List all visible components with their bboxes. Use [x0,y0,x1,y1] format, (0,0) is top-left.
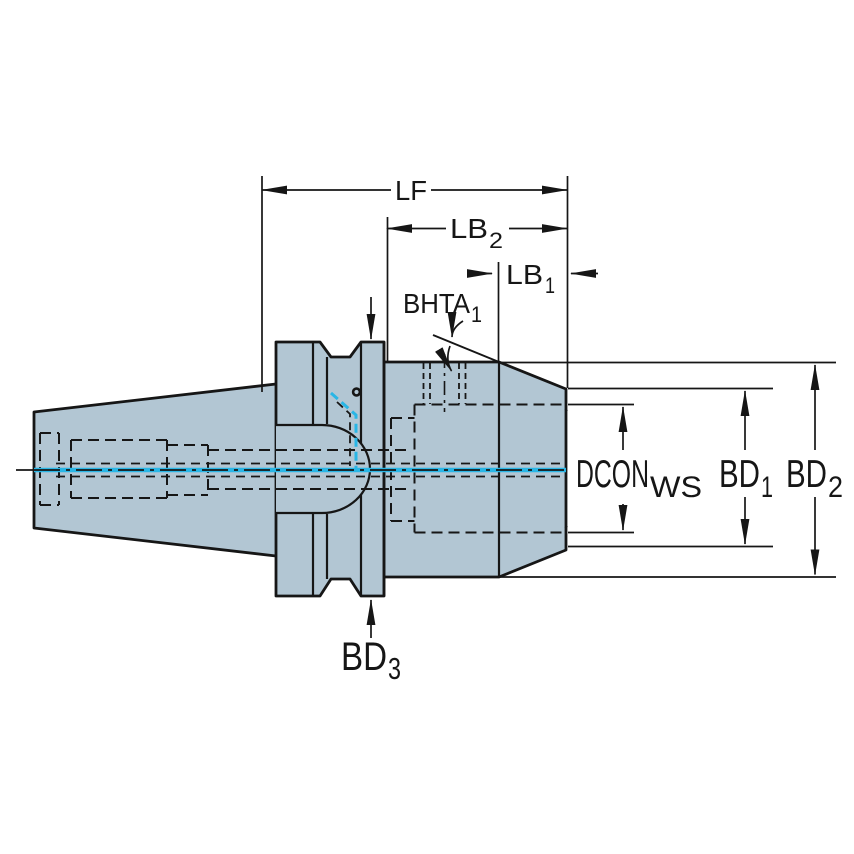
label-bd2-subscript: 2 [828,471,843,504]
label-bd2: BD [786,453,827,496]
label-dcon: DCON [576,453,649,496]
bhta-chamfer-extension-line [432,334,500,363]
label-lb2: LB [450,213,488,244]
label-bd1: BD [719,453,760,496]
coolant-and-centerline [16,387,566,473]
label-bd3-subscript: 3 [388,651,401,686]
coolant-flange-channel-outline [336,401,351,466]
tool-holder-silhouette [34,342,566,596]
bhta-angle-arc-arrow [435,345,453,372]
label-lb2-subscript: 2 [489,228,503,253]
dimension-labels: LF LB 2 LB 1 BHTA 1 DCON WS BD 1 BD 2 BD… [341,175,843,686]
label-lb1-subscript: 1 [545,273,555,298]
extension-lines [261,176,836,578]
label-dcon-subscript: WS [650,471,702,504]
dimension-lines [261,185,820,638]
label-lf: LF [395,175,427,206]
bhta-leader-arrow [447,311,464,338]
coolant-flange-channel [330,391,358,468]
label-bhta1: BHTA [403,288,470,319]
label-bd1-subscript: 1 [761,471,773,504]
label-lb1: LB [506,259,543,290]
label-bhta1-subscript: 1 [471,302,482,327]
coolant-set-screw [351,387,362,397]
label-bd3: BD [341,635,387,679]
